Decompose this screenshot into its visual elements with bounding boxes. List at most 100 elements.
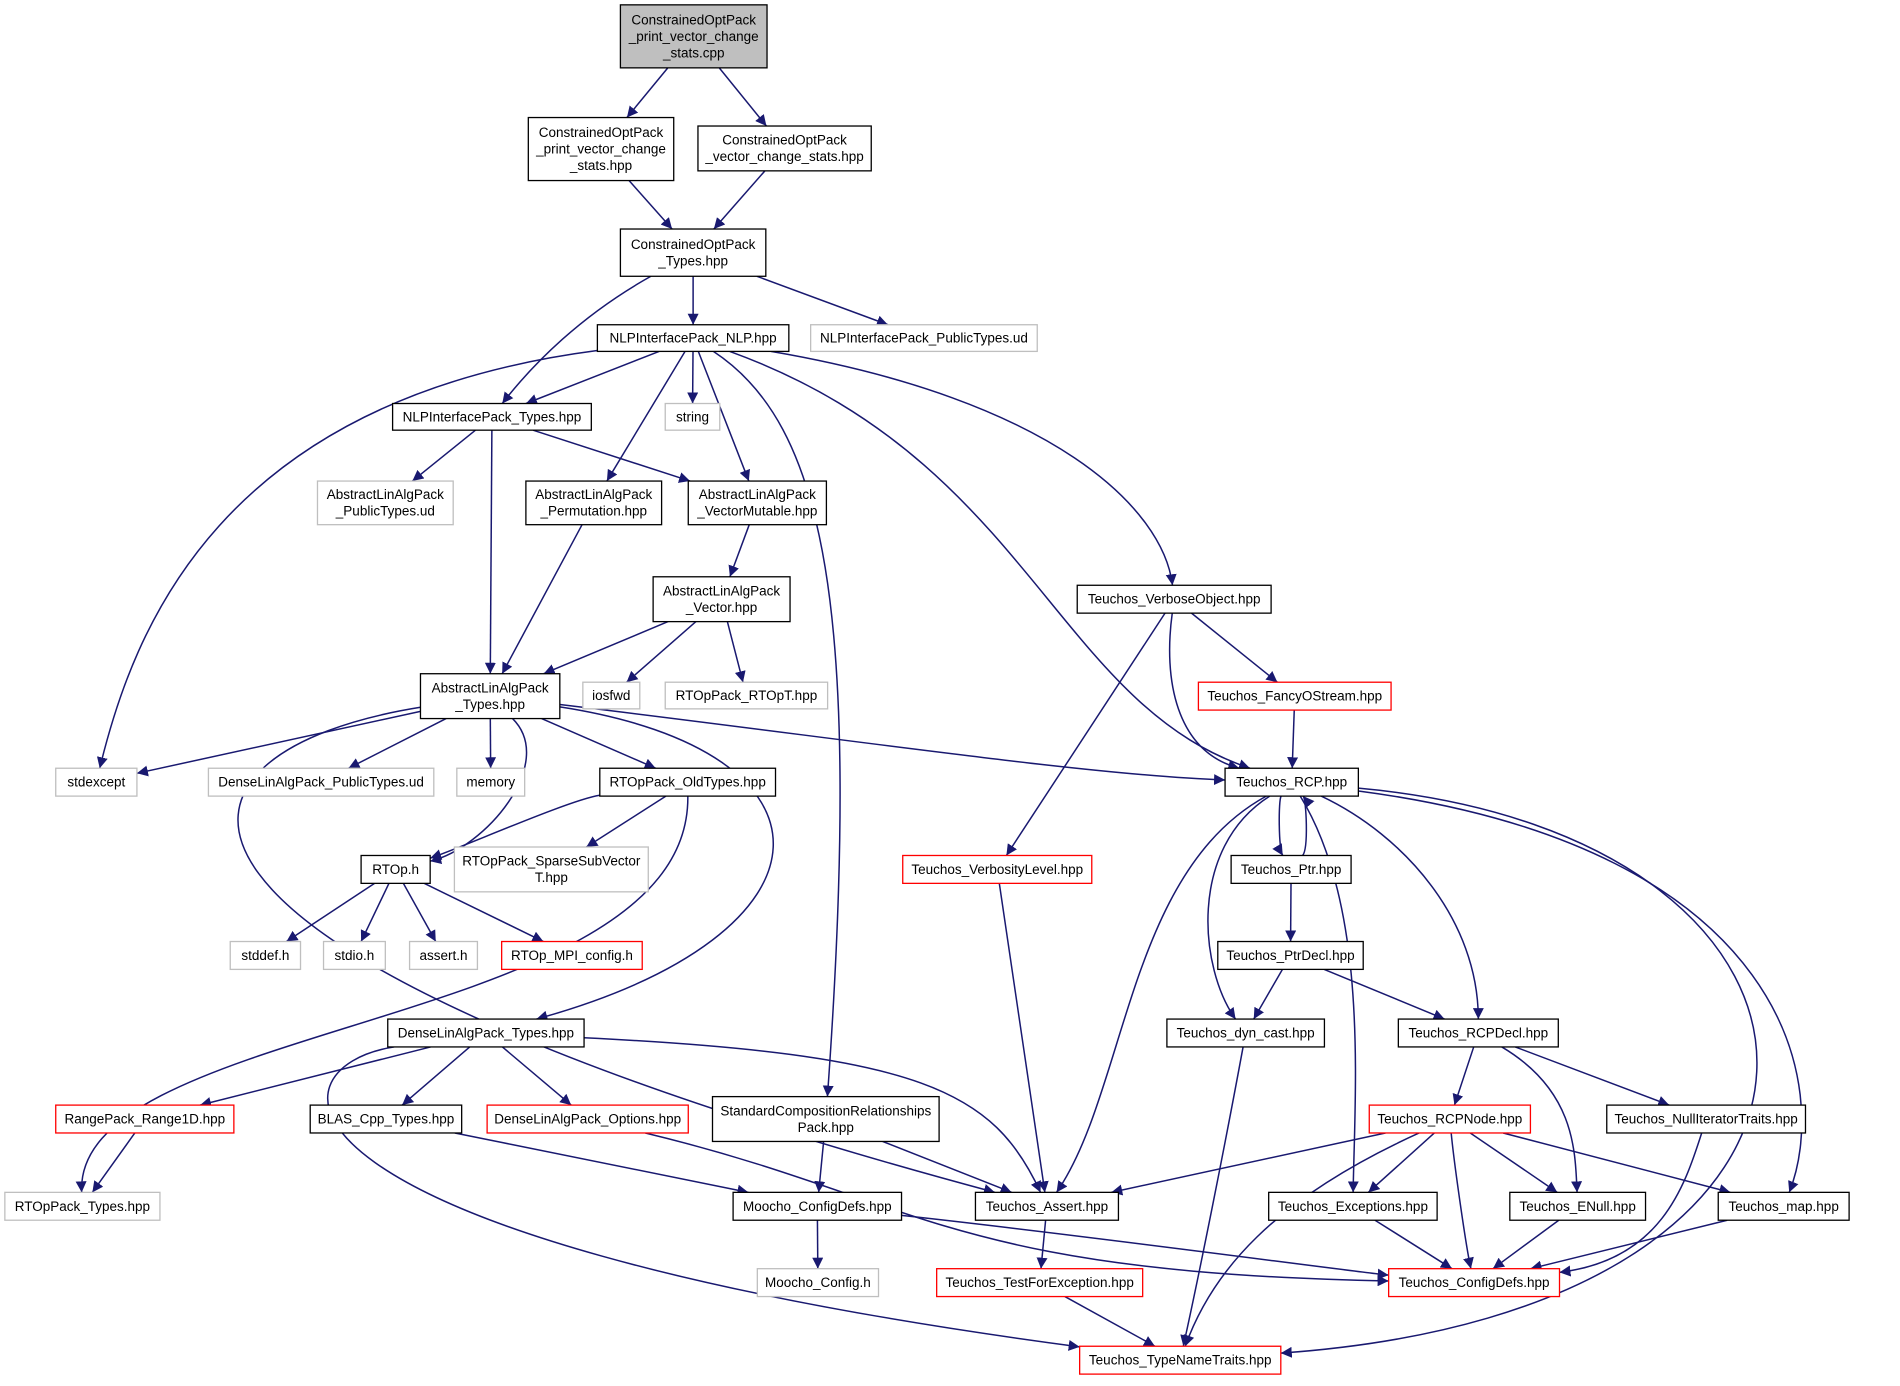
node-t_cfgdefs[interactable]: Teuchos_ConfigDefs.hpp: [1389, 1269, 1560, 1297]
node-ala_pub[interactable]: AbstractLinAlgPack _PublicTypes.ud: [317, 481, 453, 525]
node-label: _print_vector_change: [628, 29, 759, 44]
node-t_rcp[interactable]: Teuchos_RCP.hpp: [1225, 768, 1358, 796]
edge-t_fancy-to-t_rcp: [1292, 710, 1294, 768]
node-label: AbstractLinAlgPack: [432, 680, 549, 695]
node-moocho_cfg[interactable]: Moocho_Config.h: [757, 1269, 878, 1297]
node-blas[interactable]: BLAS_Cpp_Types.hpp: [310, 1105, 461, 1133]
node-label: RTOpPack_SparseSubVector: [462, 854, 641, 869]
edge-t_rcpnode-to-t_assert: [1111, 1133, 1385, 1192]
node-t_tnt[interactable]: Teuchos_TypeNameTraits.hpp: [1080, 1346, 1281, 1374]
node-cop_pvcs_hpp[interactable]: ConstrainedOptPack_print_vector_change_s…: [528, 118, 673, 181]
node-label: Teuchos_VerboseObject.hpp: [1088, 592, 1261, 607]
node-dla_pub[interactable]: DenseLinAlgPack_PublicTypes.ud: [208, 768, 433, 796]
node-label: _Types.hpp: [657, 253, 728, 268]
node-string[interactable]: string: [665, 404, 720, 431]
node-rtop_types[interactable]: RTOpPack_Types.hpp: [5, 1192, 160, 1220]
node-label: Teuchos_RCPNode.hpp: [1377, 1112, 1522, 1127]
node-label: AbstractLinAlgPack: [327, 487, 444, 502]
node-ala_vec[interactable]: AbstractLinAlgPack_Vector.hpp: [653, 577, 790, 622]
node-t_assert[interactable]: Teuchos_Assert.hpp: [975, 1192, 1118, 1220]
node-label: assert.h: [419, 948, 467, 963]
edge-t_ptr-to-t_rcp: [1303, 796, 1307, 855]
edge-rtop_h-to-stddef: [286, 883, 374, 941]
node-ala_types[interactable]: AbstractLinAlgPack _Types.hpp: [420, 674, 559, 719]
node-t_ptr[interactable]: Teuchos_Ptr.hpp: [1231, 855, 1351, 883]
node-label: Teuchos_PtrDecl.hpp: [1226, 948, 1354, 963]
node-stddef[interactable]: stddef.h: [230, 942, 300, 970]
node-stdio[interactable]: stdio.h: [324, 942, 386, 970]
edge-ala_vec-to-rtop_rtopt: [727, 622, 743, 683]
node-label: Teuchos_TestForException.hpp: [945, 1275, 1133, 1290]
node-label: DenseLinAlgPack_Options.hpp: [494, 1112, 681, 1127]
node-ala_vm[interactable]: AbstractLinAlgPack_VectorMutable.hpp: [688, 481, 826, 525]
node-t_rcpnode[interactable]: Teuchos_RCPNode.hpp: [1369, 1105, 1530, 1133]
edges-layer: [82, 68, 1802, 1353]
edge-t_ptrdecl-to-t_dyncast: [1254, 969, 1283, 1019]
node-moocho_cfgdefs[interactable]: Moocho_ConfigDefs.hpp: [733, 1192, 901, 1220]
node-t_verbose[interactable]: Teuchos_VerboseObject.hpp: [1077, 585, 1271, 613]
node-ala_perm[interactable]: AbstractLinAlgPack _Permutation.hpp: [526, 481, 662, 525]
node-nlp_pub[interactable]: NLPInterfacePack_PublicTypes.ud: [811, 325, 1038, 352]
node-label: ConstrainedOptPack: [631, 12, 756, 27]
node-t_nullit[interactable]: Teuchos_NullIteratorTraits.hpp: [1607, 1105, 1806, 1133]
node-label: RTOp.h: [372, 862, 419, 877]
node-memory[interactable]: memory: [457, 768, 525, 796]
node-t_tfe[interactable]: Teuchos_TestForException.hpp: [937, 1269, 1143, 1297]
node-label: _Types.hpp: [454, 697, 525, 712]
node-label: memory: [466, 775, 515, 790]
node-label: stddef.h: [241, 948, 289, 963]
edge-t_verbose-to-t_fancy: [1192, 613, 1278, 682]
node-t_rcpdecl[interactable]: Teuchos_RCPDecl.hpp: [1398, 1019, 1558, 1047]
node-label: _Permutation.hpp: [539, 504, 647, 519]
node-rtop_old[interactable]: RTOpPack_OldTypes.hpp: [600, 768, 776, 796]
node-rtop_h[interactable]: RTOp.h: [361, 855, 430, 883]
node-dla_opt[interactable]: DenseLinAlgPack_Options.hpp: [487, 1105, 688, 1133]
node-label: iosfwd: [592, 688, 630, 703]
edge-rtop_old-to-rtop_ssv: [586, 796, 666, 847]
node-label: Teuchos_ConfigDefs.hpp: [1399, 1275, 1550, 1290]
edge-t_exc-to-t_cfgdefs: [1375, 1220, 1452, 1268]
node-label: RTOpPack_Types.hpp: [15, 1199, 150, 1214]
node-nlp_types[interactable]: NLPInterfacePack_Types.hpp: [393, 404, 592, 431]
node-cop_vcs_hpp[interactable]: ConstrainedOptPack_vector_change_stats.h…: [698, 126, 871, 171]
node-t_dyncast[interactable]: Teuchos_dyn_cast.hpp: [1167, 1019, 1325, 1047]
node-label: _vector_change_stats.hpp: [704, 149, 863, 164]
node-rp_range[interactable]: RangePack_Range1D.hpp: [56, 1105, 234, 1133]
node-label: Teuchos_Assert.hpp: [986, 1199, 1108, 1214]
node-label: Teuchos_FancyOStream.hpp: [1207, 689, 1382, 704]
node-t_enull[interactable]: Teuchos_ENull.hpp: [1510, 1192, 1646, 1220]
node-t_map[interactable]: Teuchos_map.hpp: [1718, 1192, 1849, 1220]
node-label: StandardCompositionRelationships: [720, 1103, 931, 1118]
node-label: Teuchos_map.hpp: [1729, 1199, 1839, 1214]
node-iosfwd[interactable]: iosfwd: [583, 682, 640, 709]
node-label: stdio.h: [335, 948, 375, 963]
node-t_ptrdecl[interactable]: Teuchos_PtrDecl.hpp: [1218, 942, 1363, 970]
edge-root-to-cop_pvcs_hpp: [627, 68, 668, 118]
node-t_exc[interactable]: Teuchos_Exceptions.hpp: [1269, 1192, 1437, 1220]
node-label: _PublicTypes.ud: [335, 504, 435, 519]
edge-t_rcp-to-t_ptr: [1279, 796, 1283, 855]
node-stdexcept[interactable]: stdexcept: [56, 768, 137, 796]
node-nlp_nlp[interactable]: NLPInterfacePack_NLP.hpp: [597, 325, 788, 352]
edge-t_dyncast-to-t_tnt: [1183, 1047, 1243, 1346]
node-label: ConstrainedOptPack: [722, 133, 847, 148]
node-cop_types[interactable]: ConstrainedOptPack_Types.hpp: [620, 229, 765, 276]
edge-nlp_nlp-to-scrp: [713, 351, 840, 1096]
node-rtop_rtopt[interactable]: RTOpPack_RTOpT.hpp: [665, 682, 827, 709]
edge-t_assert-to-t_tfe: [1041, 1220, 1046, 1268]
edge-dla_types-to-blas: [402, 1047, 470, 1105]
edge-t_map-to-t_cfgdefs: [1531, 1220, 1728, 1268]
edge-ala_vm-to-ala_vec: [730, 525, 749, 577]
node-dla_types[interactable]: DenseLinAlgPack_Types.hpp: [388, 1019, 584, 1047]
node-label: stdexcept: [67, 775, 125, 790]
node-rtop_mpi[interactable]: RTOp_MPI_config.h: [502, 942, 643, 970]
node-label: _stats.hpp: [569, 158, 632, 173]
node-label: AbstractLinAlgPack: [535, 487, 652, 502]
node-assert[interactable]: assert.h: [410, 942, 478, 970]
edge-t_verblevel-to-t_assert: [999, 883, 1045, 1192]
nodes-layer: ConstrainedOptPack _print_vector_change _s…: [5, 5, 1849, 1374]
node-t_fancy[interactable]: Teuchos_FancyOStream.hpp: [1198, 682, 1391, 710]
node-t_verblevel[interactable]: Teuchos_VerbosityLevel.hpp: [903, 855, 1092, 883]
